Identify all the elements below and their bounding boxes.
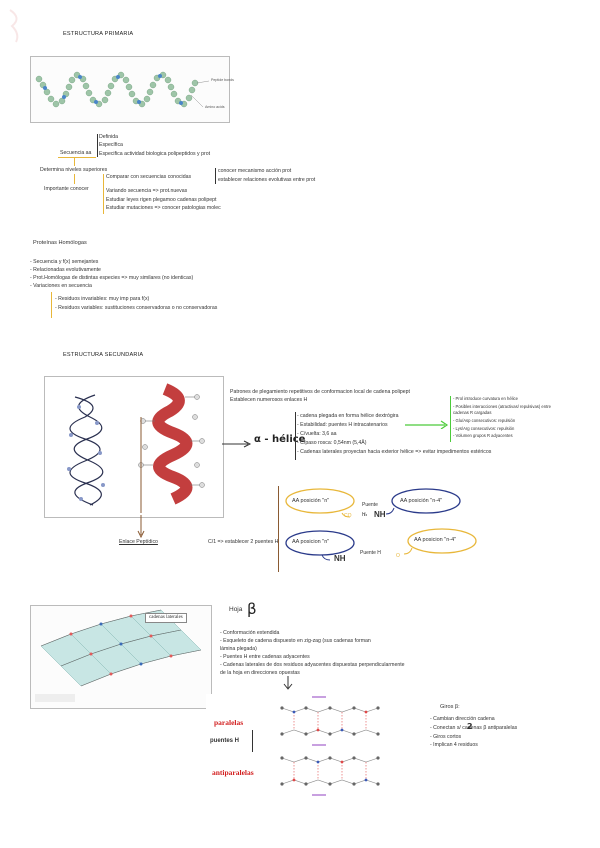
- compare-item: establecer relaciones evolutivas entre p…: [218, 177, 316, 183]
- decorative-mark: [6, 6, 26, 46]
- homologous-sub: - Residuos invariables: muy imp para f(x…: [55, 296, 150, 302]
- bracket-line: [278, 486, 279, 572]
- compare-label: Comparar con secuencias conocidas: [106, 174, 192, 180]
- turns-symbol: 2: [467, 722, 473, 731]
- hbond2-aa-n4: AA posicion "n-4": [414, 537, 457, 543]
- bracket-line: [215, 168, 216, 184]
- arrow-down-yellow: [74, 174, 75, 184]
- beta-sheet-image: cadenas laterales: [30, 605, 212, 709]
- hbond-aa-n4: AA posición "n-4": [400, 498, 443, 504]
- sequence-root: Secuencia aa: [60, 150, 92, 156]
- alpha-item: - C/vuelta: 3,6 aa: [297, 431, 337, 437]
- secondary-title: ESTRUCTURA SECUNDARIA: [63, 352, 144, 358]
- paralelas-label: paralelas: [214, 718, 244, 727]
- beta-title: Hoja: [229, 606, 243, 613]
- hbond-nh: NH: [374, 510, 386, 519]
- puentes-label: puentes H: [210, 738, 240, 744]
- alpha-side: cadenas R cargadas: [453, 410, 492, 415]
- down-arrow-icon: [280, 676, 296, 690]
- sequence-item: Específica: [99, 142, 123, 148]
- homologous-item: - Variaciones en secuencia: [30, 283, 92, 289]
- bracket-line: [51, 292, 52, 318]
- alpha-item: - Cadenas laterales proyectan hacia exte…: [297, 449, 492, 455]
- alpha-side: - Glu/Asp consecutivos: repulsión: [453, 418, 516, 423]
- vary-item: Estudiar leyes rigen plegamoo cadenas po…: [106, 197, 217, 203]
- peptide-bonds-label: Peptide bonds: [211, 78, 234, 82]
- hbond2-puente: Puente H: [360, 550, 381, 556]
- green-arrow-icon: [405, 415, 450, 430]
- vary-item: Estudiar mutaciones => conocer patologia…: [106, 205, 221, 211]
- alpha-helix-label: α - hélice: [254, 434, 306, 445]
- arrow-icon: [222, 436, 252, 448]
- bracket-line: [97, 134, 98, 157]
- beta-item: - Conformación extendida: [220, 630, 280, 636]
- cada-label: C/1 => establecer 2 puentes H: [208, 539, 279, 545]
- sequence-item: Especifica actividad biologica polipepti…: [99, 151, 211, 157]
- underline-yellow: [58, 157, 96, 158]
- arrow-down-yellow: [74, 158, 75, 166]
- hbond2-o: O: [396, 553, 400, 559]
- hbond-diagram: AA posición "n" AA posición "n-4" CO H N…: [282, 484, 482, 574]
- bracket-line: [252, 730, 253, 752]
- alpha-intro: Patrones de plegamiento repetitivos de c…: [230, 389, 410, 395]
- side-chains-label: cadenas laterales: [145, 613, 187, 624]
- homologous-item: - Secuencia y f(x) semejantes: [30, 259, 99, 265]
- alpha-item: - C/paso rosca: 0,54nm (5,4Å): [297, 440, 367, 446]
- alpha-side: - Lys/Arg consecutivos: repulsión: [453, 426, 515, 431]
- hbond-h: H: [362, 512, 366, 518]
- alpha-helix-image: [44, 376, 224, 518]
- sequence-item: Definida: [99, 134, 119, 140]
- turn-item: - Giros cortos: [430, 734, 462, 740]
- antiparalelas-label: antiparalelas: [212, 768, 254, 777]
- brown-arrow-icon: [137, 515, 145, 539]
- beta-item: - Puentes H entre cadenas adyacentes: [220, 654, 310, 660]
- beta-strands-image: paralelas puentes H antiparalelas: [206, 694, 394, 806]
- turn-item: - Cambian dirección cadena: [430, 716, 495, 722]
- alpha-side: - Prol introduce curvatura en hélice: [453, 396, 518, 401]
- bracket-line: [295, 412, 296, 460]
- hbond-puente: Puente: [362, 502, 378, 508]
- turn-item: - Implican 4 residuos: [430, 742, 478, 748]
- alpha-side: - Posibles interacciones (atractivas/ re…: [453, 404, 551, 409]
- alpha-item: - cadena plegada en forma hélice dextróg…: [297, 413, 399, 419]
- beta-symbol: β: [247, 600, 257, 618]
- primary-title: ESTRUCTURA PRIMARIA: [63, 31, 134, 37]
- vary-item: Variando secuencia => prot.nuevas: [106, 188, 188, 194]
- turns-title: Giros β:: [440, 704, 460, 710]
- homologous-item: - Prot.Homólogas de distintas especies =…: [30, 275, 194, 281]
- alpha-intro: Establecen numerosos enlaces H: [230, 397, 308, 403]
- homologous-title: Proteínas Homólogas: [33, 240, 87, 246]
- hbond2-aa-n: AA posicion "n": [292, 539, 330, 545]
- beta-item: - Esqueleto de cadena dispuesto en zig-z…: [220, 638, 371, 644]
- hbond2-nh: NH: [334, 554, 346, 563]
- homologous-sub: - Residuos variables: sustituciones cons…: [55, 305, 218, 311]
- compare-item: conocer mecanismo acción prot: [218, 168, 292, 174]
- hbond-aa-n: AA posición "n": [292, 498, 330, 504]
- beta-item: lámina plegada): [220, 646, 257, 652]
- alpha-item: - Estabilidad: puentes H intracatenarios: [297, 422, 388, 428]
- primary-chain-image: Peptide bonds Amino acids: [30, 56, 234, 123]
- turn-item: - Conectan s/ cadenas β antiparalelas: [430, 725, 518, 731]
- amino-acids-label: Amino acids: [205, 105, 225, 109]
- beta-item: de la hoja en direcciones opuestas: [220, 670, 300, 676]
- important-label: Importante conocer: [44, 186, 89, 192]
- alpha-side: - Volumen grupos R adyacentes: [453, 433, 513, 438]
- beta-item: - Cadenas laterales de dos residuos adya…: [220, 662, 405, 668]
- homologous-item: - Relacionadas evolutivamente: [30, 267, 101, 273]
- hbond-co: CO: [344, 513, 352, 519]
- determines-label: Determina niveles superiores: [40, 167, 108, 173]
- bracket-line: [450, 396, 451, 442]
- peptide-link-label: Enlace Peptídico: [119, 539, 158, 545]
- bracket-line: [103, 174, 104, 214]
